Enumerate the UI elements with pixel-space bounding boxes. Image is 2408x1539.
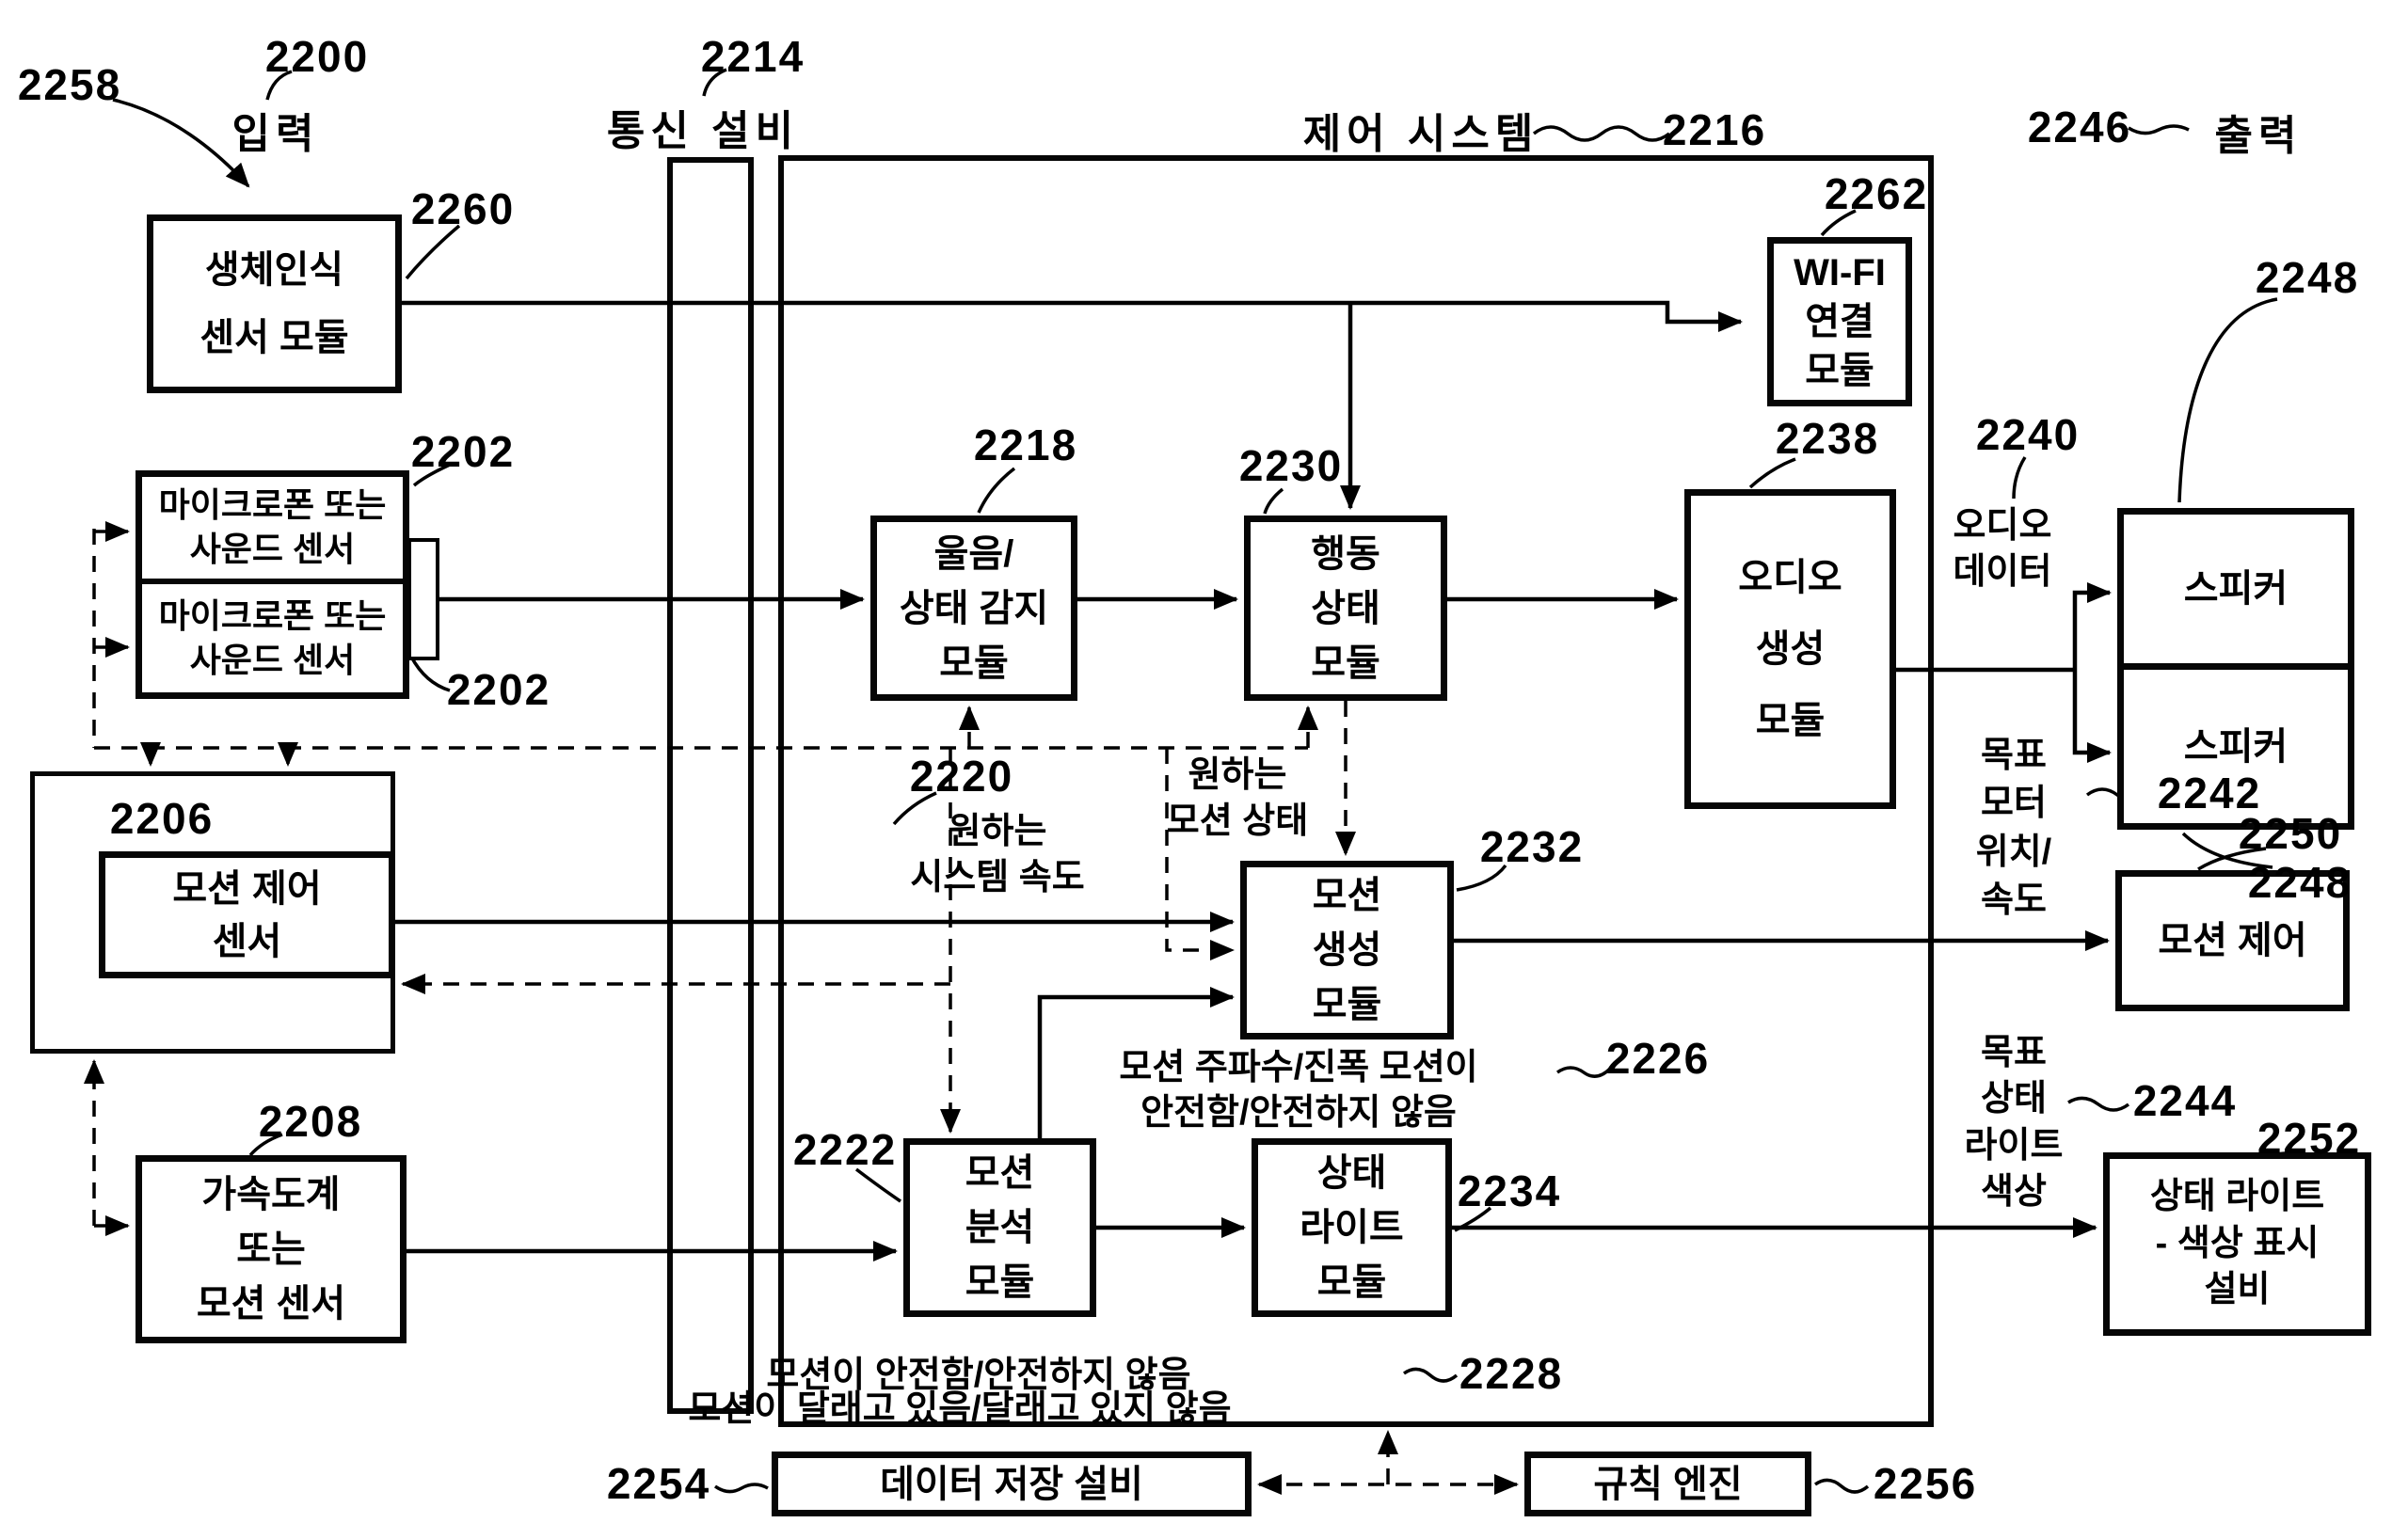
ref-2246: 2246 <box>2028 102 2131 152</box>
ref-2218: 2218 <box>974 420 1077 470</box>
box-microphone-1: 마이크로폰 또는 사운드 센서 <box>136 470 409 585</box>
ref-2252: 2252 <box>2257 1113 2361 1164</box>
leader-2248a <box>2179 299 2277 502</box>
label-desired-system-speed: 원하는 시스템 속도 <box>866 809 1129 902</box>
section-input-label: 입력 <box>232 100 320 160</box>
ref-2240: 2240 <box>1976 409 2080 460</box>
box-motion-control-sensor: 모션 제어 센서 <box>99 851 395 978</box>
ref-2216: 2216 <box>1663 104 1766 155</box>
communication-column <box>670 160 751 1411</box>
ref-2248-top: 2248 <box>2256 252 2359 303</box>
box-motion-analysis-module: 모션 분석 모듈 <box>903 1138 1096 1317</box>
label-target-motor: 목표 모터 위치/ 속도 <box>1938 732 2089 925</box>
ref-2254: 2254 <box>607 1458 710 1509</box>
ref-2256: 2256 <box>1874 1458 1977 1509</box>
box-cry-state-detect-module: 울음/ 상태 감지 모듈 <box>870 516 1077 701</box>
ref-2200: 2200 <box>265 31 369 82</box>
ref-2202-top: 2202 <box>411 426 515 477</box>
ref-2220: 2220 <box>910 751 1013 801</box>
leader-2256 <box>1815 1480 1868 1492</box>
box-audio-generation-module: 오디오 생성 모듈 <box>1684 489 1896 809</box>
ref-2262: 2262 <box>1825 168 1928 219</box>
ref-2260: 2260 <box>411 183 515 234</box>
box-speaker-1: 스피커 <box>2117 508 2354 670</box>
leader-2240 <box>2014 457 2025 499</box>
box-rule-engine: 규칙 엔진 <box>1524 1452 1811 1516</box>
ref-2238: 2238 <box>1776 413 1879 464</box>
ref-2230: 2230 <box>1239 440 1343 491</box>
box-data-storage: 데이터 저장 설비 <box>772 1452 1252 1516</box>
label-desired-motion-state: 원하는 모션 상태 <box>1110 753 1364 846</box>
section-communication-label: 통신 설비 <box>607 97 799 157</box>
ref-2234: 2234 <box>1458 1166 1561 1216</box>
box-status-light-device: 상태 라이트 - 색상 표시 설비 <box>2103 1152 2371 1336</box>
box-accelerometer: 가속도계 또는 모션 센서 <box>136 1155 407 1343</box>
leader-2202b <box>411 657 450 690</box>
section-output-label: 출력 <box>2215 102 2303 162</box>
ref-2248-bottom: 2248 <box>2248 857 2352 908</box>
ref-2222: 2222 <box>793 1124 897 1175</box>
box-wifi-module: WI-FI 연결 모듈 <box>1767 237 1912 406</box>
box-status-light-module: 상태 라이트 모듈 <box>1252 1138 1452 1317</box>
leader-2246 <box>2129 126 2189 134</box>
ref-2208: 2208 <box>259 1096 362 1147</box>
label-motion-freq-amp: 모션 주파수/진폭 모션이 안전함/안전하지 않음 <box>1054 1046 1543 1135</box>
leader-2254 <box>715 1484 768 1492</box>
ref-2228: 2228 <box>1459 1348 1563 1399</box>
ref-2226: 2226 <box>1606 1033 1710 1084</box>
section-control-system-label: 제어 시스템 <box>1303 100 1539 160</box>
label-target-light: 목표 상태 라이트 색상 <box>1938 1030 2089 1216</box>
mic-bracket <box>409 540 438 658</box>
line-audio-to-speaker1 <box>2075 593 2110 670</box>
label-motion-soothe: 모션이 달래고 있음/달래고 있지 않음 <box>508 1387 1411 1433</box>
ref-2202-bottom: 2202 <box>447 664 550 715</box>
box-microphone-2: 마이크로폰 또는 사운드 센서 <box>136 584 409 699</box>
label-audio-data: 오디오 데이터 <box>1937 503 2068 596</box>
box-biometric-sensor-module: 생체인식 센서 모듈 <box>147 214 402 393</box>
leader-2258-arrow <box>113 100 248 186</box>
ref-2206: 2206 <box>110 793 214 844</box>
box-motion-generation-module: 모션 생성 모듈 <box>1240 861 1454 1039</box>
ref-2258: 2258 <box>18 59 121 110</box>
leader-2216 <box>1534 127 1669 140</box>
ref-2232: 2232 <box>1480 821 1584 872</box>
ref-2244: 2244 <box>2133 1075 2237 1126</box>
box-behavior-state-module: 행동 상태 모듈 <box>1244 516 1447 701</box>
ref-2250: 2250 <box>2239 808 2342 859</box>
ref-2214: 2214 <box>701 31 805 82</box>
